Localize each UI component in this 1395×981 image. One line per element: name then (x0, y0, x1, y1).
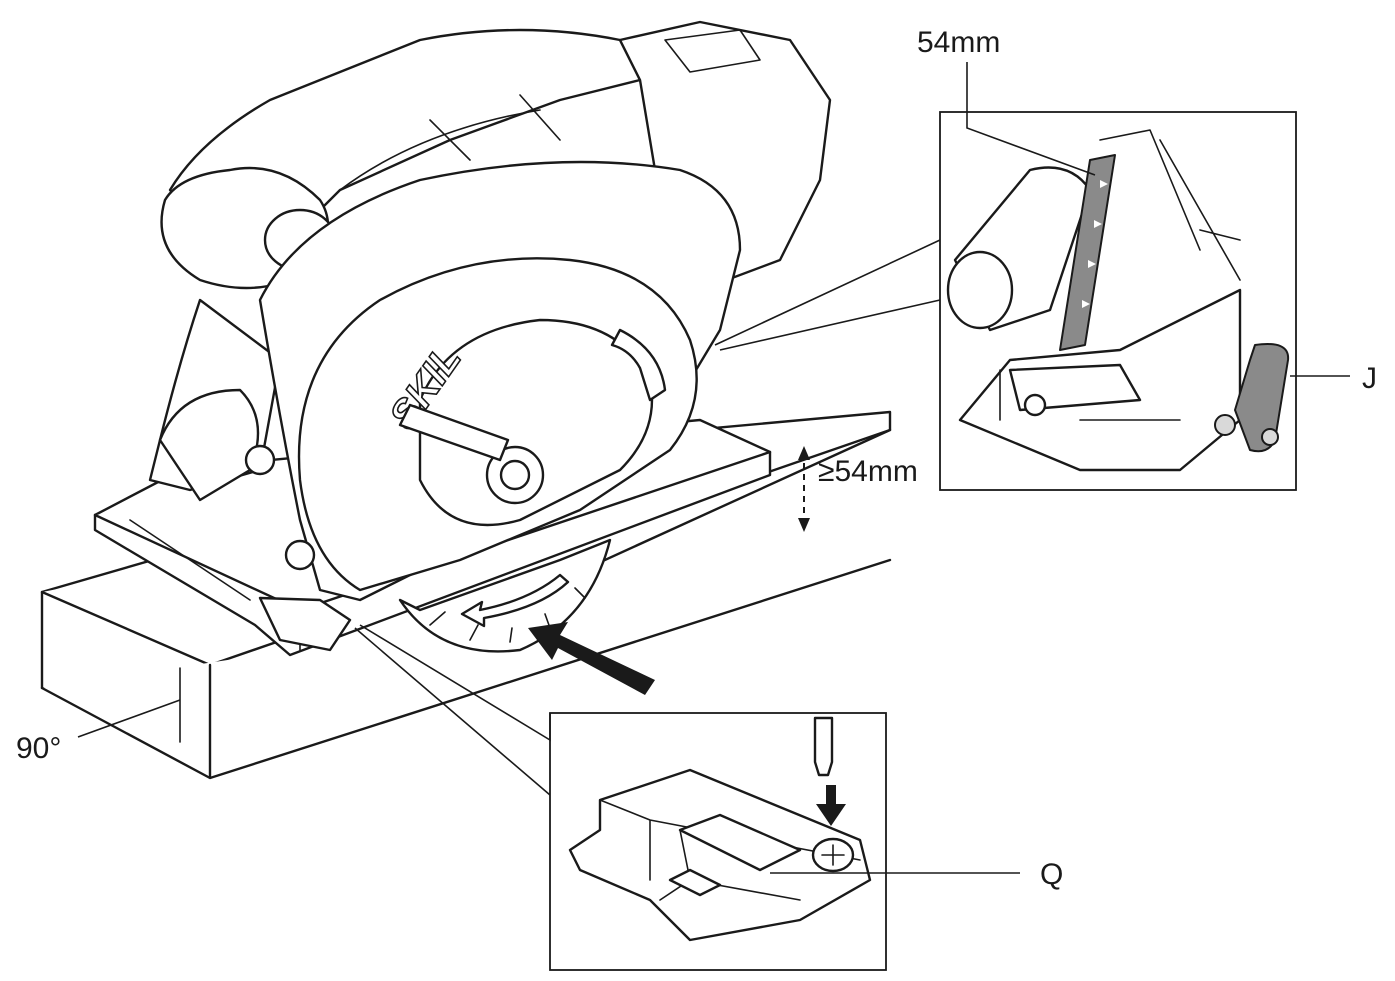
angle-label: 90° (16, 732, 62, 765)
guide-plate-detail (568, 716, 872, 942)
depth-scale-icon (1059, 154, 1116, 351)
screwdriver-icon (813, 716, 834, 777)
saw-body: SKIL (148, 20, 832, 602)
guide-plate-label: Q (1040, 858, 1064, 891)
saw-blade (398, 538, 612, 653)
label-leaders (77, 62, 1350, 874)
clearance-dimension (798, 446, 810, 532)
depth-lever-detail (714, 129, 1290, 472)
lever-label: J (1362, 362, 1377, 395)
rotation-arrow-icon (460, 573, 570, 628)
depth-scale-label: 54mm (917, 26, 1001, 59)
clearance-label: ≥54mm (818, 455, 918, 488)
push-arrow-icon (528, 622, 655, 695)
